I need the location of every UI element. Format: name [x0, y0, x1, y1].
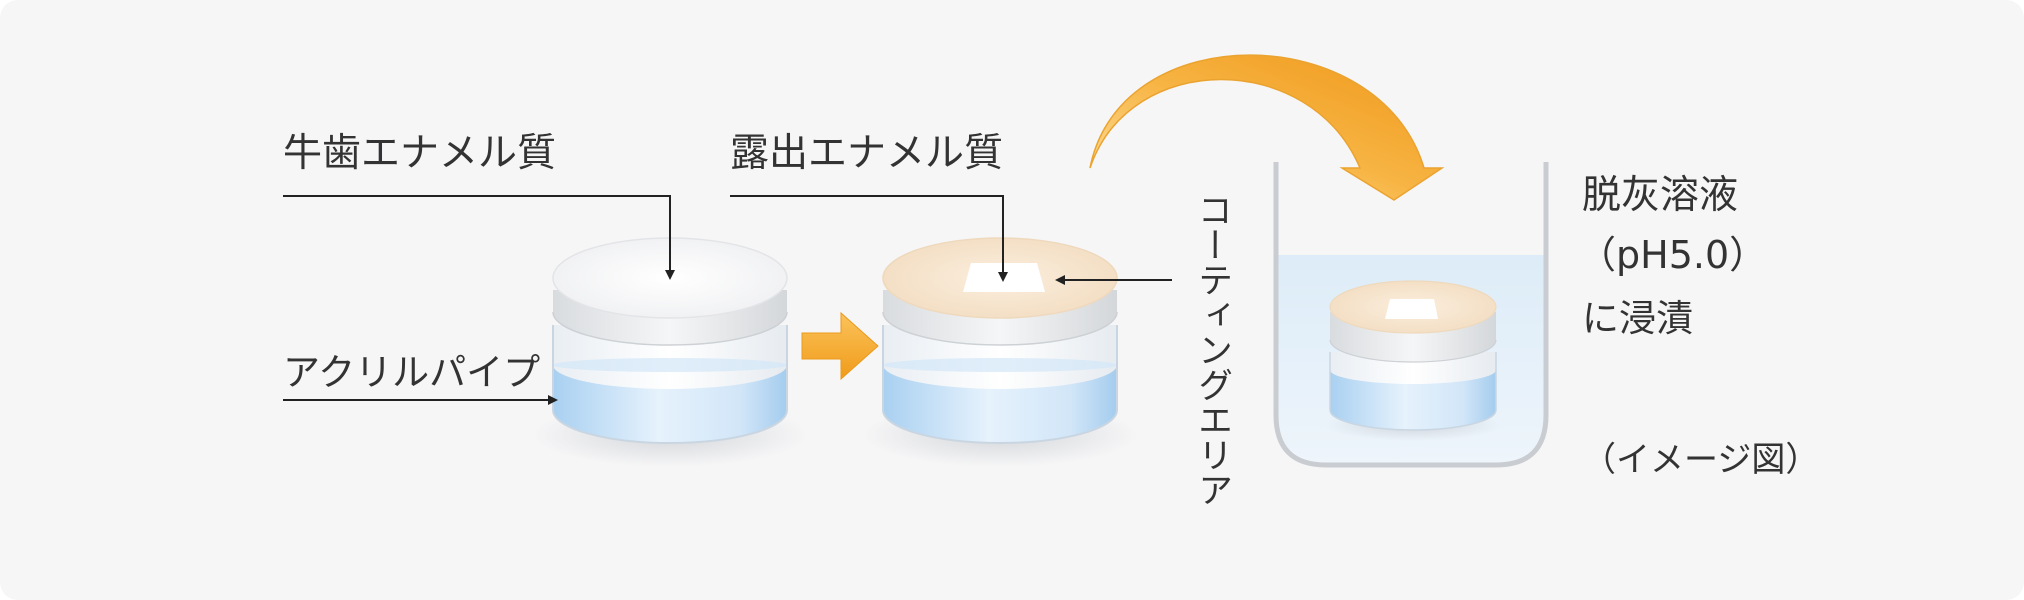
- label-ph: （pH5.0）: [1578, 233, 1768, 277]
- label-coating-area: コーティングエリア: [1192, 192, 1232, 507]
- label-bovine-enamel: 牛歯エナメル質: [283, 131, 557, 176]
- label-immersion: に浸漬: [1582, 297, 1693, 340]
- label-exposed-enamel: 露出エナメル質: [730, 131, 1004, 176]
- leader-bovine-enamel: [283, 195, 675, 280]
- label-acrylic-pipe: アクリルパイプ: [283, 351, 541, 394]
- label-image-note: （イメージ図）: [1582, 440, 1820, 480]
- curved-arrow: [1089, 54, 1445, 201]
- leader-exposed-enamel: [730, 195, 1008, 282]
- label-demineralizing-solution: 脱灰溶液: [1582, 173, 1739, 218]
- sample-cylinder-middle: [862, 237, 1138, 467]
- sample-cylinder-immersed: [1325, 280, 1501, 441]
- step-arrow-right: [801, 311, 879, 381]
